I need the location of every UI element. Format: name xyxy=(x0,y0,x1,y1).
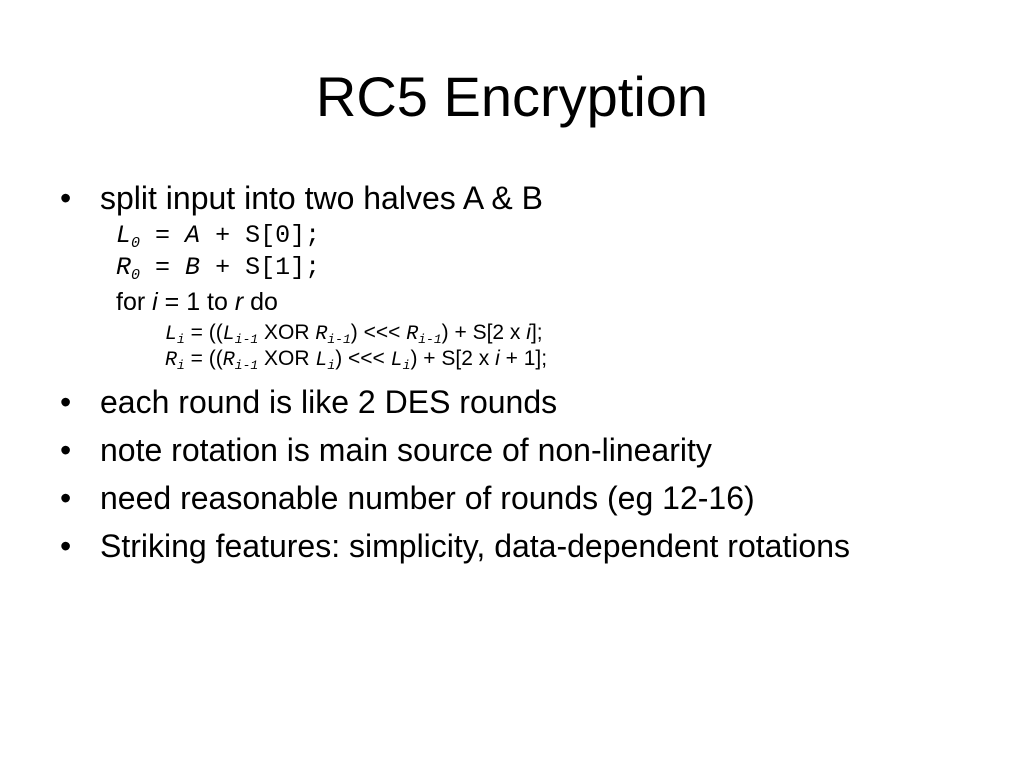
bullet-item: split input into two halves A & B xyxy=(60,180,980,220)
loop-body-line-l: Li = ((Li-1 XOR Ri-1) <<< Ri-1) + S[2 x … xyxy=(165,321,543,347)
slide-title: RC5 Encryption xyxy=(315,65,709,128)
bullet-item: each round is like 2 DES rounds xyxy=(60,384,980,421)
for-loop-line: for i = 1 to r do xyxy=(116,288,278,316)
bullet-item: note rotation is main source of non-line… xyxy=(60,432,980,469)
bullet-list: split input into two halves A & B L0 = A… xyxy=(60,180,980,565)
code-line-l0: L0 = A + S[0]; xyxy=(116,221,321,252)
bullet-item: need reasonable number of rounds (eg 12-… xyxy=(60,480,980,517)
loop-body-line-r: Ri = ((Ri-1 XOR Li) <<< Li) + S[2 x i + … xyxy=(165,347,548,373)
code-block: L0 = A + S[0]; R0 = B + S[1]; for i = 1 … xyxy=(60,220,980,372)
bullet-item: Striking features: simplicity, data-depe… xyxy=(60,528,920,565)
code-line-r0: R0 = B + S[1]; xyxy=(116,253,321,284)
